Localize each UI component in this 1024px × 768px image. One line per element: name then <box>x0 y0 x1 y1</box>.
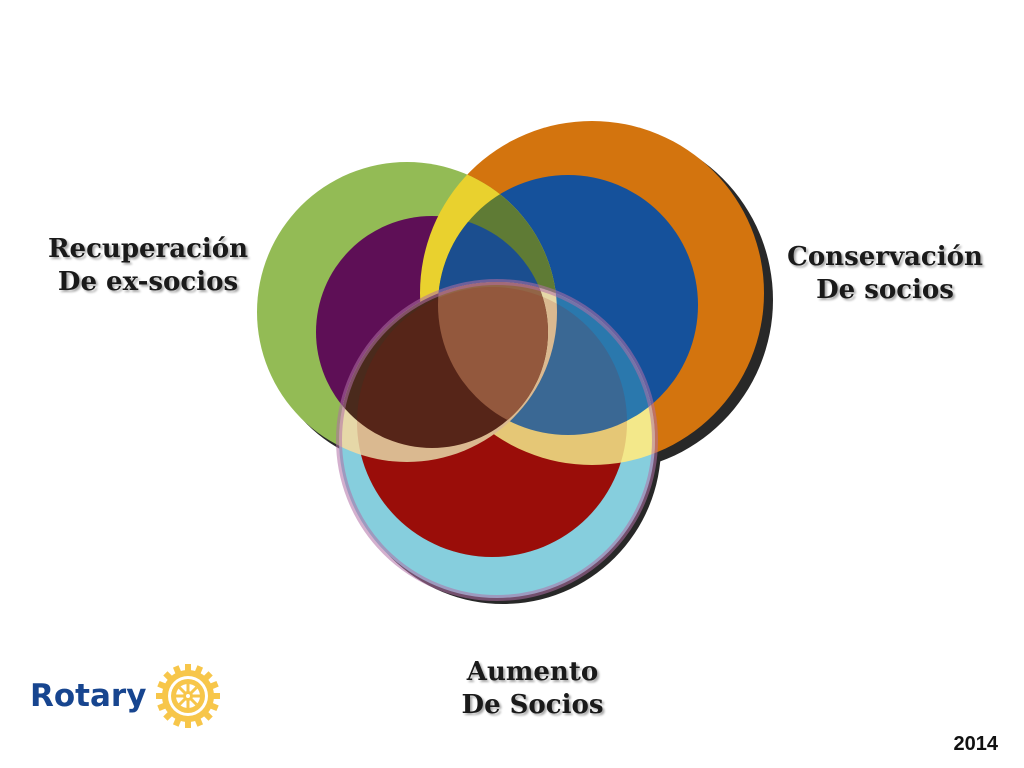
label-aumento: Aumento De Socios <box>420 656 645 721</box>
rotary-logo: Rotary <box>30 660 230 732</box>
label-conservacion-line1: Conservación <box>787 242 983 272</box>
ring-aumento <box>336 279 658 601</box>
label-conservacion-line2: De socios <box>816 274 954 305</box>
footer-year: 2014 <box>953 733 999 755</box>
label-conservacion: Conservación De socios <box>775 241 995 306</box>
label-recuperacion-line2: De ex-socios <box>57 266 239 297</box>
label-recuperacion-line1: Recuperación <box>47 234 249 264</box>
rotary-logo-text: Rotary <box>30 678 147 714</box>
overlap-red-tint <box>357 287 627 557</box>
rotary-wheel-icon <box>156 664 221 728</box>
label-aumento-line2: De Socios <box>461 689 604 720</box>
label-aumento-line1: Aumento <box>466 657 599 687</box>
label-recuperacion: Recuperación De ex-socios <box>38 233 258 298</box>
overlap-center-brown <box>438 282 548 435</box>
